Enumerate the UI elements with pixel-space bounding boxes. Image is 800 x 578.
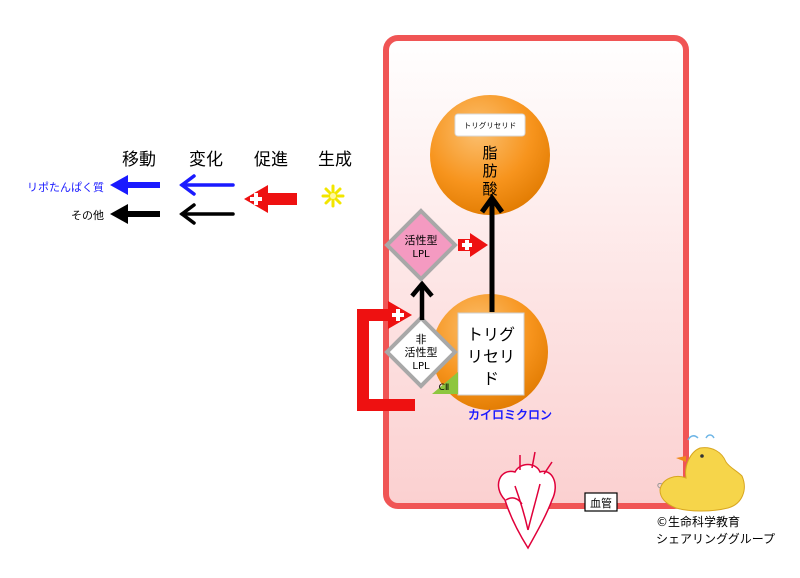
fatty-acid-tag: トリグリセリド: [464, 120, 517, 130]
active-lpl-line-1: 活性型: [405, 233, 438, 247]
inactive-lpl-line-2: 活性型: [405, 345, 438, 359]
legend-move-arrow-black: [110, 204, 160, 224]
chylomicron-label: カイロミクロン: [468, 408, 552, 422]
chylomicron-tg-line-1: トリグ: [467, 325, 515, 344]
fatty-acid-char-3: 酸: [482, 180, 497, 198]
fatty-acid-char-2: 肪: [482, 162, 497, 180]
chylomicron-tg-line-2: リセリ: [467, 347, 515, 366]
chylomicron-node: トリグ リセリ ド: [432, 294, 548, 410]
duck-mascot-icon: [657, 434, 745, 512]
arrow-tg-to-fatty-acid: [479, 193, 505, 312]
legend-change-arrow-blue: [179, 174, 235, 196]
legend-header-move: 移動: [122, 150, 156, 170]
legend-row-lipoprotein-label: リポたんぱく質: [27, 180, 104, 194]
vessel-label-box: 血管: [584, 492, 618, 512]
vessel-label: 血管: [590, 496, 612, 510]
legend-change-arrow-black: [179, 203, 235, 225]
legend-promote-arrow: [244, 185, 297, 213]
legend-header-change: 変化: [189, 150, 223, 170]
copyright-line-2: シェアリンググループ: [656, 532, 775, 546]
legend-header-produce: 生成: [318, 150, 352, 170]
cii-marker: CⅡ: [432, 372, 458, 394]
inactive-lpl-line-3: LPL: [412, 361, 430, 372]
heart-icon: [497, 451, 556, 550]
legend-header-promote: 促進: [254, 150, 288, 170]
cii-label: CⅡ: [439, 383, 450, 393]
promote-loop-arrow: [357, 301, 415, 411]
copyright-line-1: ©生命科学教育: [656, 514, 740, 529]
legend-produce-star-icon: [321, 184, 345, 208]
fatty-acid-char-1: 脂: [482, 144, 497, 162]
blood-vessel: [383, 35, 689, 509]
chylomicron-tg-line-3: ド: [483, 369, 499, 388]
fatty-acid-node: トリグリセリド 脂 肪 酸: [430, 95, 550, 215]
promote-arrow-active-lpl: [458, 233, 488, 257]
active-lpl-line-2: LPL: [412, 249, 430, 260]
arrow-lpl-activation: [410, 280, 434, 320]
active-lpl-node: 活性型 LPL: [384, 208, 458, 282]
legend: 移動 変化 促進 生成 リポたんぱく質 その他: [27, 150, 352, 225]
legend-row-other-label: その他: [71, 209, 104, 222]
inactive-lpl-node: 非 活性型 LPL: [384, 315, 458, 389]
legend-move-arrow-blue: [110, 175, 160, 195]
inactive-lpl-line-1: 非: [416, 333, 427, 346]
